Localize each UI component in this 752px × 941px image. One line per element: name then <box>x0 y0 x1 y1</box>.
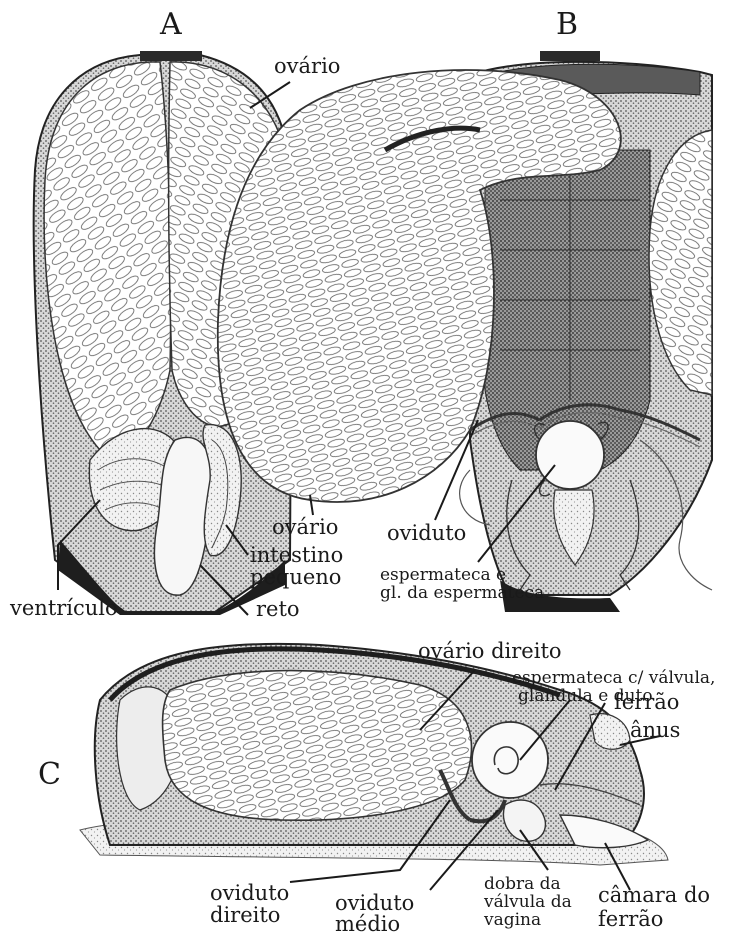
label-dobra-2: válvula da <box>484 894 572 910</box>
label-dobra-1: dobra da <box>484 876 561 892</box>
label-camara-1: câmara do <box>598 886 710 906</box>
ovary-c <box>163 671 472 821</box>
label-reto: reto <box>256 599 300 620</box>
plate-top-b <box>540 51 600 61</box>
label-oviduto-medio-1: oviduto <box>335 894 414 914</box>
label-oviduto-direito-1: oviduto <box>210 884 289 904</box>
label-camara-2: ferrão <box>598 910 663 930</box>
plate-top-a <box>140 51 202 61</box>
label-oviduto-direito-2: direito <box>210 906 280 926</box>
label-ventriculo: ventrículo <box>10 598 118 619</box>
label-ovario-a: ovário <box>274 56 340 77</box>
label-esp-valvula-1: espermateca c/ válvula, <box>512 670 715 687</box>
label-espermateca-2: gl. da espermateca <box>380 585 544 602</box>
panel-label-c: C <box>38 760 61 790</box>
spermatheca-b <box>536 421 604 489</box>
label-dobra-3: vagina <box>484 912 541 928</box>
label-espermateca-1: espermateca e <box>380 567 506 584</box>
label-intestino: intestino <box>250 545 343 566</box>
label-ferrao: ferrão <box>614 692 679 713</box>
label-oviduto-medio-2: médio <box>335 915 400 935</box>
panel-label-a: A <box>160 10 182 40</box>
label-oviduto: oviduto <box>387 523 466 544</box>
label-ovario-b: ovário <box>272 517 338 538</box>
label-ovario-direito: ovário direito <box>418 641 562 662</box>
label-anus: ânus <box>630 720 680 741</box>
spermatheca-c <box>472 722 548 798</box>
label-pequeno: pequeno <box>250 567 341 588</box>
panel-label-b: B <box>556 10 578 40</box>
